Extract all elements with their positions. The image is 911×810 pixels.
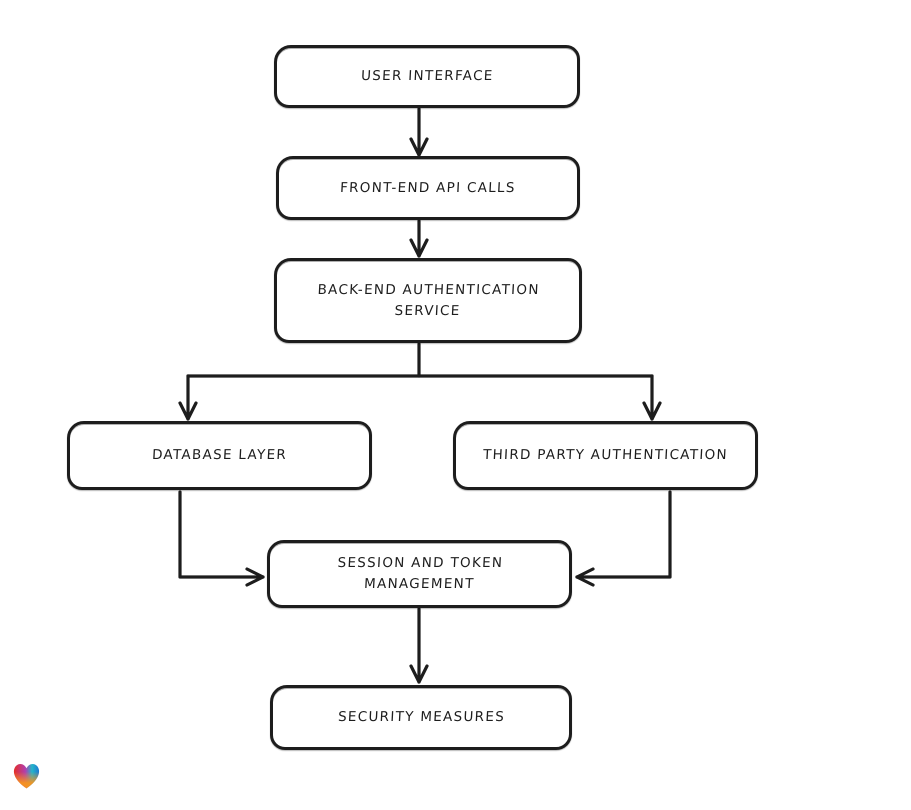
- edge-database-layer-to-session-management: [178, 490, 265, 587]
- node-security-measures[interactable]: SECURITY MEASURES: [270, 685, 572, 750]
- node-database-layer[interactable]: DATABASE LAYER: [67, 421, 372, 490]
- node-session-and-token-management[interactable]: SESSION AND TOKEN MANAGEMENT: [267, 540, 572, 608]
- node-back-end-authentication-service[interactable]: BACK-END AUTHENTICATION SERVICE: [274, 258, 582, 343]
- node-user-interface[interactable]: USER INTERFACE: [274, 45, 580, 108]
- edge-user-interface-to-front-end-api-calls: [409, 107, 429, 157]
- node-label: SESSION AND TOKEN MANAGEMENT: [336, 555, 504, 592]
- node-label: SECURITY MEASURES: [337, 709, 505, 726]
- edge-front-end-api-calls-to-back-end-authentication-service: [409, 219, 429, 258]
- edge-session-management-to-security-measures: [409, 607, 429, 684]
- node-label: FRONT-END API CALLS: [339, 179, 517, 196]
- node-label: THIRD PARTY AUTHENTICATION: [482, 447, 729, 464]
- heart-icon: [13, 763, 40, 789]
- edge-third-party-to-session-management: [575, 490, 672, 587]
- node-third-party-authentication[interactable]: THIRD PARTY AUTHENTICATION: [453, 421, 758, 490]
- node-front-end-api-calls[interactable]: FRONT-END API CALLS: [276, 156, 580, 220]
- edge-back-end-branch: [178, 342, 662, 421]
- node-label: BACK-END AUTHENTICATION SERVICE: [317, 281, 541, 319]
- node-label: USER INTERFACE: [360, 68, 494, 85]
- node-label: DATABASE LAYER: [151, 447, 288, 464]
